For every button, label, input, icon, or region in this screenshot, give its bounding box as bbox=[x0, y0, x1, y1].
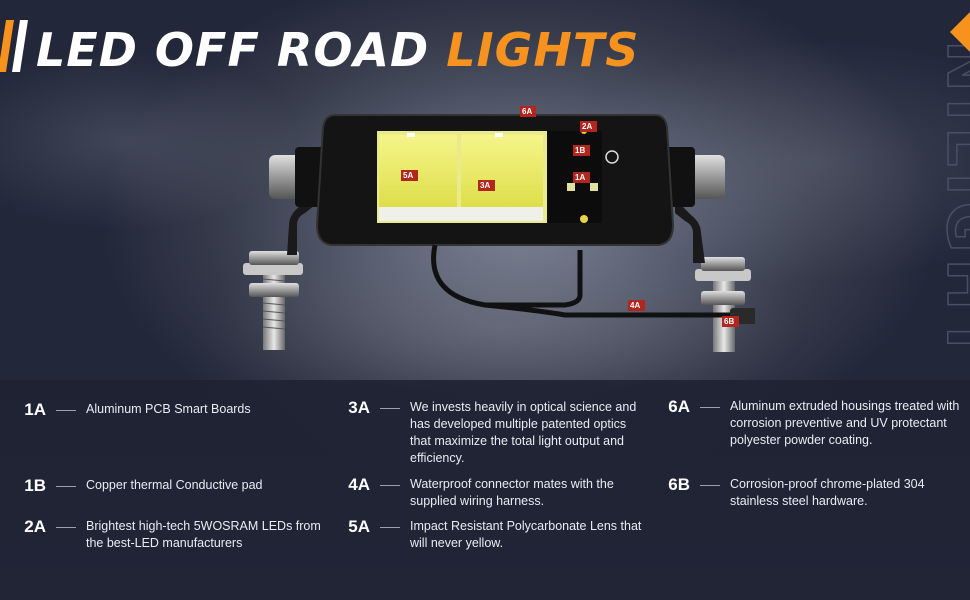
spec-dash bbox=[380, 527, 400, 528]
left-mount-bracket bbox=[243, 147, 325, 350]
spec-description: Aluminum PCB Smart Boards bbox=[86, 402, 251, 416]
spec-code: 6B bbox=[668, 475, 690, 494]
spec-dash bbox=[700, 485, 720, 486]
spec-dash bbox=[56, 486, 76, 487]
corner-stripes-decoration bbox=[0, 20, 28, 72]
spec-description: Brightest high-tech 5WOSRAM LEDs from th… bbox=[86, 519, 321, 550]
spec-code: 6A bbox=[668, 397, 690, 416]
spec-description: We invests heavily in optical science an… bbox=[410, 400, 637, 465]
brand-watermark: NILIGHT bbox=[932, 39, 970, 365]
spec-item-2a: 2A Brightest high-tech 5WOSRAM LEDs from… bbox=[14, 518, 326, 552]
brand-watermark-text: NILIGHT bbox=[933, 40, 970, 365]
callout-1b bbox=[573, 145, 590, 156]
spec-item-1b: 1B Copper thermal Conductive pad bbox=[14, 477, 316, 495]
reflector-right bbox=[461, 135, 543, 207]
callout-6a-top-label: 6A bbox=[522, 107, 532, 116]
spec-description: Copper thermal Conductive pad bbox=[86, 478, 263, 492]
callout-1a-label: 1A bbox=[575, 173, 585, 182]
callout-4a-label: 4A bbox=[630, 301, 640, 310]
spec-item-3a: 3A We invests heavily in optical science… bbox=[338, 399, 650, 467]
lens-base bbox=[379, 207, 543, 221]
right-mount-bracket bbox=[665, 147, 751, 352]
wiring-cable bbox=[431, 244, 583, 308]
callout-5a-label: 5A bbox=[403, 171, 413, 180]
corner-tab-decoration bbox=[950, 12, 970, 52]
callout-1b-label: 1B bbox=[575, 146, 585, 155]
spec-dash bbox=[380, 485, 400, 486]
callout-6b-label: 6B bbox=[724, 317, 734, 326]
page-title: LED OFF ROAD LIGHTS bbox=[36, 22, 639, 78]
spec-description: Impact Resistant Polycarbonate Lens that… bbox=[410, 519, 642, 550]
callout-3a-label: 3A bbox=[480, 181, 490, 190]
spec-code: 4A bbox=[348, 475, 370, 494]
spec-item-6b: 6B Corrosion-proof chrome-plated 304 sta… bbox=[658, 476, 970, 510]
callout-5a bbox=[401, 170, 418, 181]
spec-code: 2A bbox=[24, 517, 46, 536]
callout-4a bbox=[628, 300, 645, 311]
callout-1a bbox=[573, 172, 590, 183]
title-highlight: LIGHTS bbox=[446, 23, 640, 77]
spec-panel-background bbox=[0, 380, 970, 600]
board-screw-icon bbox=[605, 150, 619, 164]
spec-dash bbox=[56, 410, 76, 411]
spec-item-1a: 1A Aluminum PCB Smart Boards bbox=[14, 401, 316, 419]
title-main: LED OFF ROAD bbox=[36, 23, 430, 77]
spec-code: 5A bbox=[348, 517, 370, 536]
callout-6b bbox=[722, 316, 739, 327]
spec-description: Aluminum extruded housings treated with … bbox=[730, 399, 960, 447]
spec-description: Waterproof connector mates with the supp… bbox=[410, 477, 614, 508]
spec-code: 3A bbox=[348, 398, 370, 417]
spec-code: 1A bbox=[24, 400, 46, 419]
spec-list: 1A Aluminum PCB Smart Boards 1B Copper t… bbox=[0, 380, 970, 600]
callout-6a-top bbox=[520, 106, 536, 117]
spec-description: Corrosion-proof chrome-plated 304 stainl… bbox=[730, 477, 925, 508]
led-light-bar-illustration: 6A 2A 1B 1A 5A 3A 4A 6B bbox=[243, 106, 755, 352]
spec-code: 1B bbox=[24, 476, 46, 495]
spec-item-4a: 4A Waterproof connector mates with the s… bbox=[338, 476, 650, 510]
callout-2a bbox=[580, 121, 597, 132]
spec-item-6a: 6A Aluminum extruded housings treated wi… bbox=[658, 398, 970, 449]
spec-item-5a: 5A Impact Resistant Polycarbonate Lens t… bbox=[338, 518, 650, 552]
spec-dash bbox=[56, 527, 76, 528]
callout-3a bbox=[478, 180, 495, 191]
callout-2a-label: 2A bbox=[582, 122, 592, 131]
spec-dash bbox=[700, 407, 720, 408]
spec-dash bbox=[380, 408, 400, 409]
